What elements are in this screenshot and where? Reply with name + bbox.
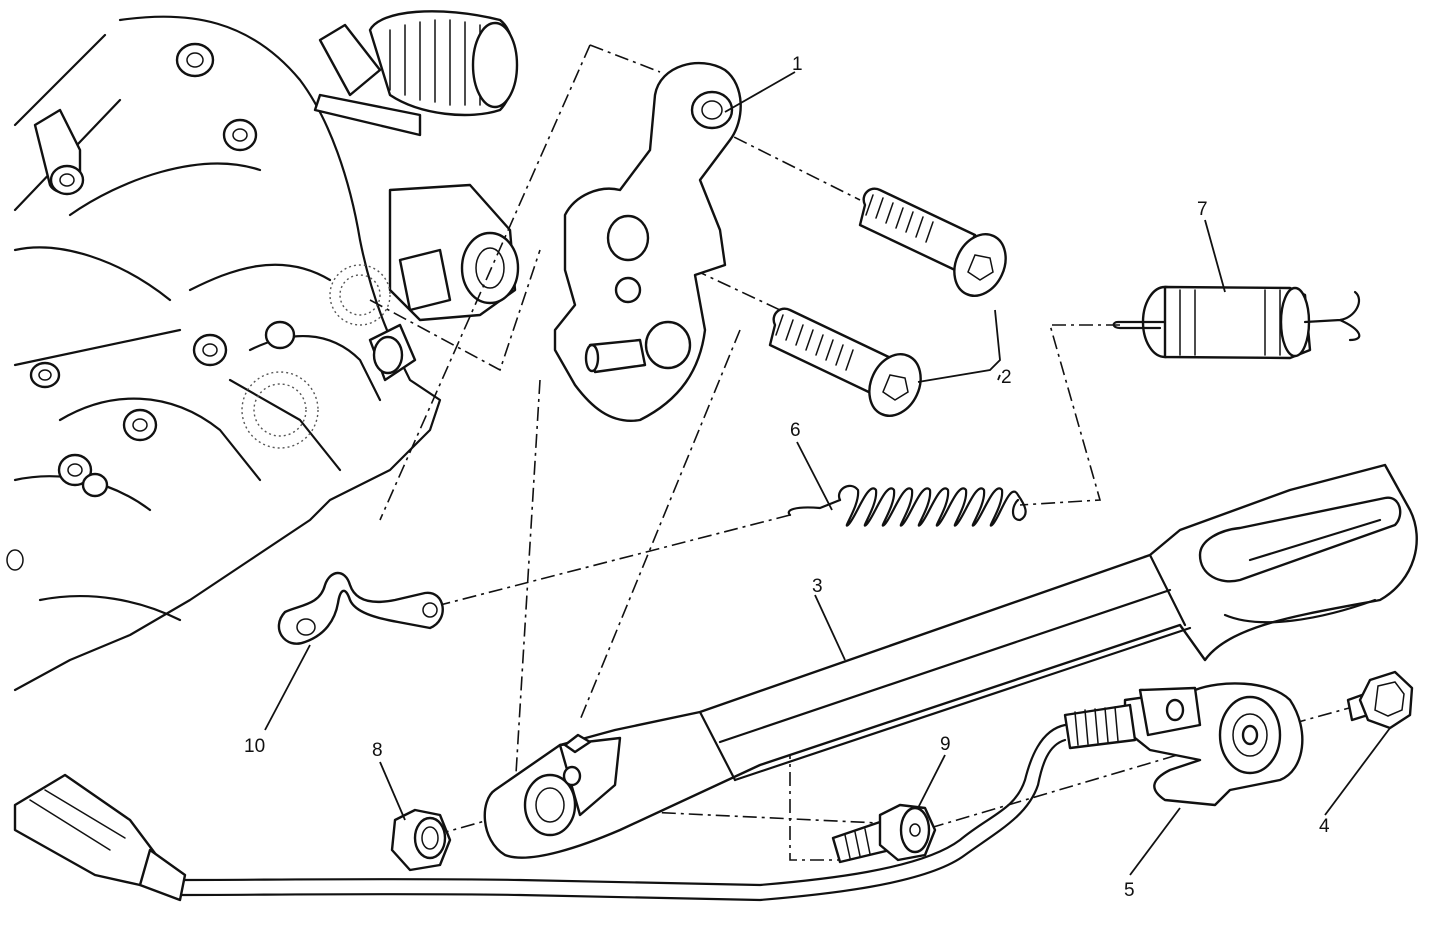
- callout-3: 3: [812, 576, 823, 597]
- bolt-icon: [768, 187, 1007, 417]
- callout-2: 2: [1001, 367, 1012, 388]
- callout-6: 6: [790, 420, 801, 441]
- screw-icon: [1346, 670, 1414, 730]
- leader-lines: [264, 71, 1391, 876]
- callout-10: 10: [244, 736, 265, 757]
- callout-5: 5: [1124, 880, 1135, 901]
- side-stand-icon: [483, 463, 1418, 859]
- stand-bracket-icon: [553, 62, 742, 422]
- engine-case-icon: [6, 10, 520, 692]
- callout-9: 9: [940, 734, 951, 755]
- callout-1: 1: [792, 54, 803, 75]
- callout-7: 7: [1197, 199, 1208, 220]
- nut-icon: [390, 808, 452, 872]
- plate-icon: [277, 571, 444, 645]
- spring-icon: [1112, 285, 1361, 360]
- connector-icon: [13, 773, 187, 902]
- spring-icon: [787, 484, 1027, 527]
- callout-8: 8: [372, 740, 383, 761]
- callouts: 1 2 3 4 5 6 7 8 9 10: [244, 54, 1330, 901]
- sensor-icon: [173, 682, 1304, 902]
- callout-4: 4: [1319, 816, 1330, 837]
- screw-icon: [831, 803, 937, 864]
